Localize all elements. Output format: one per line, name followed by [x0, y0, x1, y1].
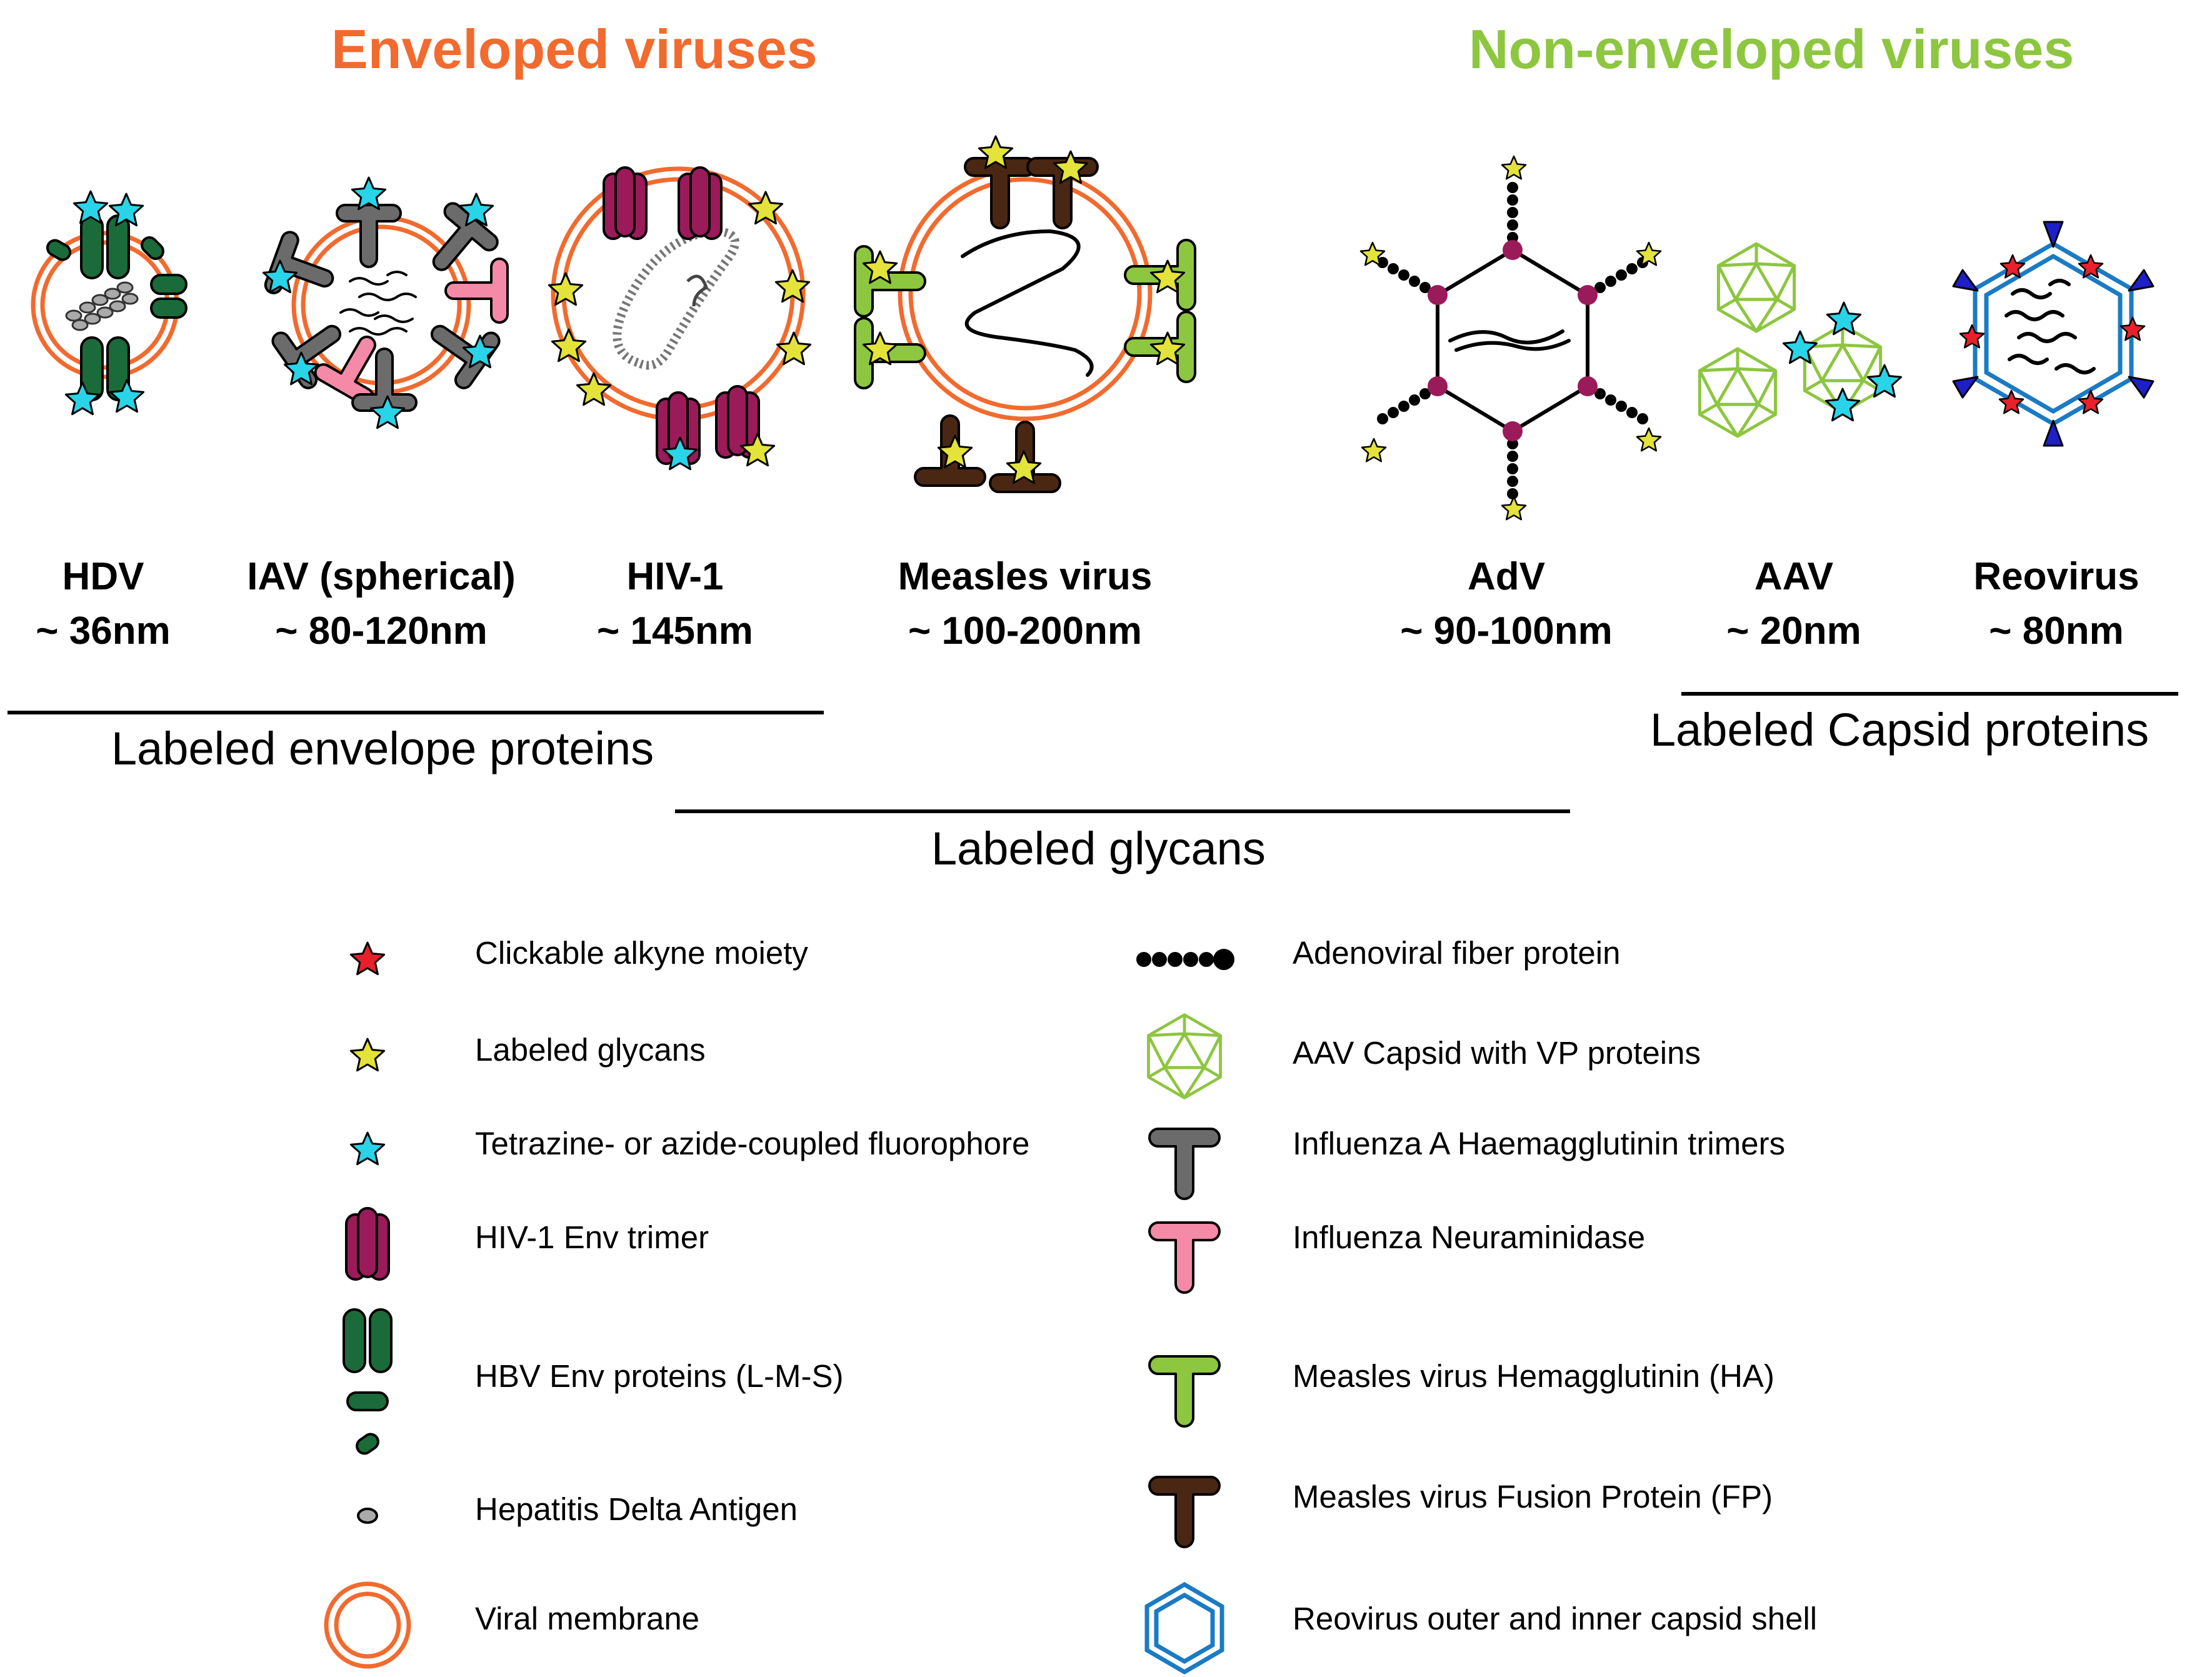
- legend-label-membrane: Viral membrane: [475, 1601, 700, 1636]
- reovirus-virion: [1952, 221, 2154, 447]
- legend-label-aav-capsid: AAV Capsid with VP proteins: [1293, 1035, 1701, 1071]
- virus-size: ~ 20nm: [1726, 609, 1861, 653]
- virus-name: IAV (spherical): [247, 555, 516, 598]
- virus-label-hdv: HDV ~ 36nm: [6, 550, 200, 659]
- virus-size: ~ 36nm: [36, 609, 171, 653]
- virus-label-measles: Measles virus ~ 100-200nm: [844, 550, 1206, 659]
- legend-label-hbv-env: HBV Env proteins (L-M-S): [475, 1358, 844, 1394]
- cyan-star-icon: [349, 1131, 386, 1166]
- neuraminidase-icon: [1148, 1221, 1221, 1294]
- legend-label-measles-fp: Measles virus Fusion Protein (FP): [1293, 1479, 1773, 1514]
- iav-virion: [262, 176, 509, 429]
- virus-size: ~ 145nm: [597, 609, 753, 653]
- virus-name: HDV: [62, 555, 144, 598]
- red-star-icon: [349, 941, 386, 976]
- yellow-star-icon: [349, 1038, 386, 1072]
- non-enveloped-heading: Non-enveloped viruses: [1469, 18, 2074, 80]
- virus-label-reovirus: Reovirus ~ 80nm: [1938, 550, 2175, 659]
- measles-ha-icon: [1148, 1355, 1221, 1428]
- virus-label-hiv: HIV-1 ~ 145nm: [563, 550, 788, 659]
- hdv-virion: [31, 190, 188, 416]
- legend-label-hiv-env: HIV-1 Env trimer: [475, 1219, 709, 1255]
- virus-name: HIV-1: [626, 555, 724, 598]
- fiber-protein-icon: [1136, 949, 1234, 970]
- legend-label-measles-ha: Measles virus Hemagglutinin (HA): [1293, 1358, 1774, 1394]
- virus-label-aav: AAV ~ 20nm: [1675, 550, 1913, 659]
- aav-capsid-icon: [1148, 1015, 1220, 1098]
- group-label-glycans: Labeled glycans: [931, 823, 1266, 874]
- legend-label-alkyne: Clickable alkyne moiety: [475, 935, 808, 971]
- measles-virion: [854, 135, 1196, 493]
- virus-label-adv: AdV ~ 90-100nm: [1363, 550, 1650, 659]
- aav-virions: [1699, 244, 1903, 436]
- viral-membrane-icon: [324, 1581, 411, 1669]
- delta-antigen-icon: [357, 1508, 378, 1524]
- virus-label-iav: IAV (spherical) ~ 80-120nm: [213, 550, 550, 659]
- legend-label-fiber: Adenoviral fiber protein: [1293, 935, 1621, 971]
- legend-label-neuraminidase: Influenza Neuraminidase: [1293, 1219, 1646, 1255]
- virus-name: AdV: [1468, 555, 1545, 598]
- measles-fp-icon: [1148, 1476, 1221, 1548]
- legend-label-delta-antigen: Hepatitis Delta Antigen: [475, 1491, 798, 1527]
- virus-name: Measles virus: [898, 555, 1153, 598]
- adv-virion: [1359, 155, 1662, 521]
- virus-size: ~ 80nm: [1989, 609, 2124, 653]
- legend-label-fluorophore: Tetrazine- or azide-coupled fluorophore: [475, 1126, 1030, 1161]
- enveloped-heading: Enveloped viruses: [331, 18, 818, 80]
- ha-trimer-icon: [1148, 1128, 1221, 1200]
- legend-label-glycans: Labeled glycans: [475, 1032, 706, 1068]
- group-label-envelope-proteins: Labeled envelope proteins: [111, 723, 654, 774]
- group-label-capsid-proteins: Labeled Capsid proteins: [1650, 704, 2149, 756]
- legend-label-reovirus-shell: Reovirus outer and inner capsid shell: [1293, 1601, 1818, 1636]
- virus-name: AAV: [1754, 555, 1834, 598]
- hiv-virion: [548, 166, 812, 471]
- hbv-env-proteins-icon: [343, 1308, 393, 1455]
- virus-size: ~ 80-120nm: [275, 609, 488, 653]
- virus-size: ~ 90-100nm: [1400, 609, 1613, 653]
- hiv-env-trimer-icon: [345, 1207, 390, 1281]
- reovirus-shell-icon: [1144, 1581, 1224, 1675]
- virus-size: ~ 100-200nm: [908, 609, 1142, 653]
- legend-label-ha-trimer: Influenza A Haemagglutinin trimers: [1293, 1126, 1786, 1161]
- virus-name: Reovirus: [1973, 555, 2139, 598]
